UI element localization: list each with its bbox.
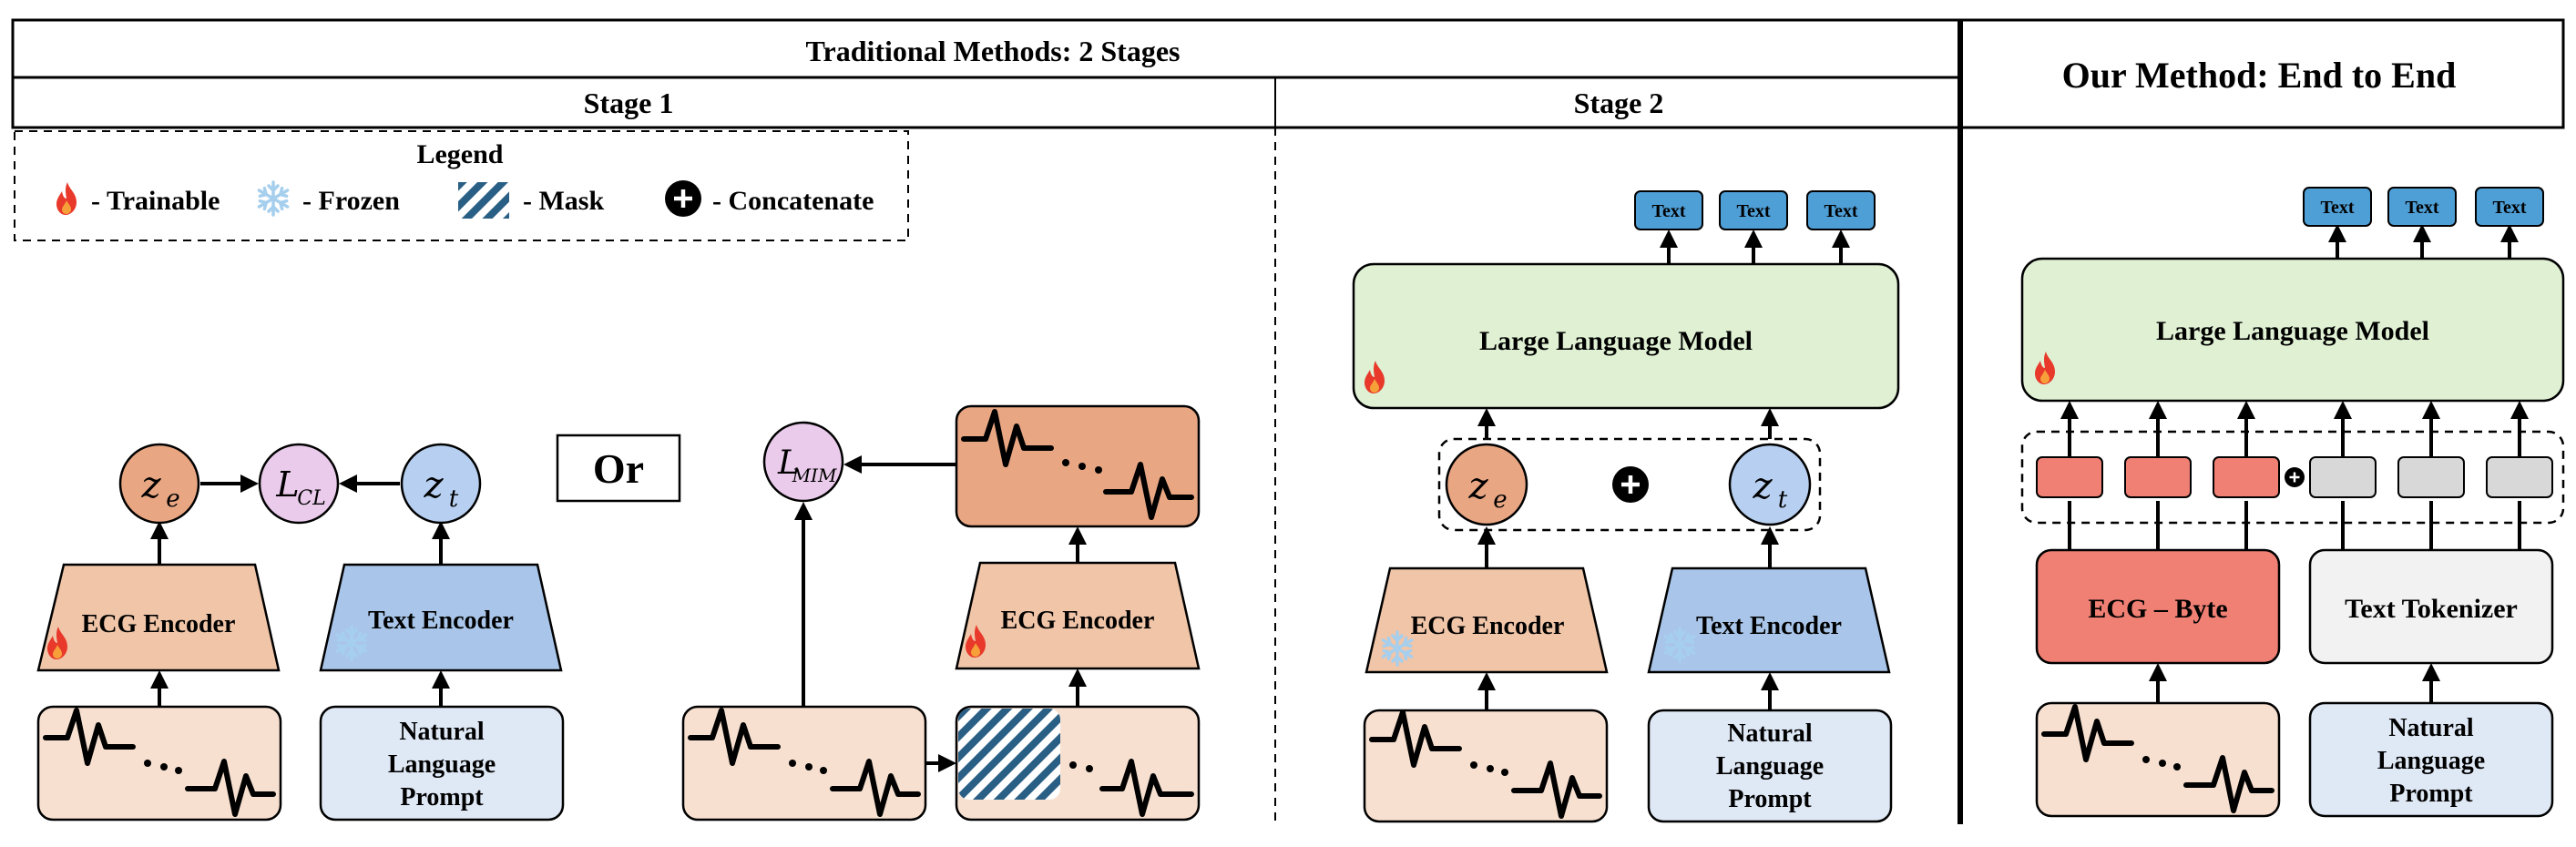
text-encoder-label: Text Encoder: [1696, 612, 1842, 640]
llm-label: Large Language Model: [1479, 326, 1753, 356]
ecg-encoder-label: ECG Encoder: [82, 610, 236, 638]
ecg-encoder-label: ECG Encoder: [1411, 612, 1565, 640]
text-token: [2309, 456, 2377, 498]
legend-mask: - Mask: [523, 186, 604, 216]
prompt-line-2: Language: [1716, 752, 1824, 781]
ze-label: z: [1467, 465, 1488, 507]
legend: Legend - Trainable - Frozen - Mask - Con…: [14, 130, 909, 241]
header-ours: Our Method: End to End: [2062, 55, 2457, 96]
output-token-label: Text: [2320, 198, 2354, 218]
output-token: [2303, 187, 2372, 227]
text-embedding-zt: [1728, 443, 1812, 526]
ecg-embedding-ze: [1445, 443, 1528, 526]
text-token: [2486, 456, 2553, 498]
header-frame: [11, 18, 2565, 129]
prompt-line-2: Language: [2377, 747, 2485, 775]
ecg-waveform-icon: [688, 708, 921, 817]
ze-sub: e: [1493, 486, 1507, 514]
zt-label: z: [1752, 465, 1773, 507]
zt-label: z: [423, 464, 444, 506]
ze-label: z: [140, 464, 161, 506]
flame-icon: [56, 182, 77, 215]
snowflake-icon: [257, 180, 290, 217]
prompt-line-1: Natural: [2388, 714, 2474, 742]
lcl-label: L: [275, 464, 299, 505]
ecg-token: [2213, 456, 2280, 498]
llm-box: [1352, 262, 1900, 410]
ecg-encoder: [1365, 566, 1609, 674]
llm-label: Large Language Model: [2156, 316, 2429, 346]
legend-title: Legend: [416, 139, 503, 169]
prompt-line-1: Natural: [399, 718, 485, 746]
output-token-label: Text: [1736, 201, 1770, 221]
output-token-label: Text: [2405, 198, 2438, 218]
ecg-token: [2124, 456, 2192, 498]
ecg-waveform-icon: [1369, 709, 1602, 819]
legend-frozen: - Frozen: [302, 186, 400, 216]
legend-concatenate: - Concatenate: [712, 186, 874, 216]
text-encoder: [1647, 566, 1891, 674]
zt-sub: t: [1778, 486, 1788, 514]
output-token-label: Text: [1651, 201, 1685, 221]
prompt-line-3: Prompt: [2389, 780, 2473, 808]
mim-loss: [762, 421, 844, 503]
output-token-label: Text: [2492, 198, 2526, 218]
output-token: [2387, 187, 2457, 227]
stage1-mim: ECG Encoder L MIM: [681, 404, 1201, 821]
ecg-input-box: [1363, 709, 1609, 823]
mask-icon: [458, 182, 509, 219]
header-stage2: Stage 2: [1574, 87, 1664, 119]
stage2: Natural Language Prompt ECG Encoder Text…: [1352, 190, 1900, 823]
output-token: [2475, 187, 2544, 227]
legend-trainable: - Trainable: [91, 186, 220, 216]
text-tokenizer-label: Text Tokenizer: [2345, 594, 2518, 624]
header-stage1: Stage 1: [584, 87, 674, 119]
text-encoder-label: Text Encoder: [368, 607, 514, 635]
prompt-line-2: Language: [388, 750, 496, 779]
prompt-line-1: Natural: [1727, 719, 1813, 748]
llm-box: [2020, 257, 2565, 403]
ecg-waveform-icon: [43, 708, 276, 817]
ecg-waveform-icon: [961, 409, 1194, 520]
concatenate-icon: [665, 180, 701, 217]
prompt-line-3: Prompt: [400, 783, 484, 811]
lmim-label: L: [777, 444, 800, 482]
output-token-label: Text: [1824, 201, 1857, 221]
ecg-waveform-icon: [1069, 759, 1194, 817]
stage1-contrastive: Natural Language Prompt ECG Encoder Text…: [36, 443, 565, 821]
ecg-encoder: [36, 563, 281, 672]
contrastive-loss: [258, 443, 340, 525]
lmim-sub: MIM: [792, 464, 837, 486]
header-traditional: Traditional Methods: 2 Stages: [806, 35, 1181, 67]
ecg-byte-label: ECG – Byte: [2088, 594, 2227, 624]
output-token: [1719, 190, 1788, 230]
prompt-line-3: Prompt: [1728, 785, 1812, 813]
text-embedding-zt: [400, 443, 482, 525]
ecg-embedding-ze: [118, 443, 200, 525]
ze-sub: e: [166, 485, 179, 513]
our-method: Natural Language Prompt ECG – Byte Text …: [2020, 187, 2565, 818]
concatenate-icon: [1612, 466, 1649, 503]
ecg-encoder-label: ECG Encoder: [1001, 607, 1155, 635]
output-token: [1634, 190, 1703, 230]
ecg-waveform-icon: [2041, 704, 2274, 813]
output-token: [1806, 190, 1876, 230]
concatenate-icon: [2283, 465, 2306, 489]
text-token: [2397, 456, 2465, 498]
text-encoder: [319, 563, 563, 672]
or-label: Or: [593, 445, 644, 492]
concat-group: [1437, 437, 1822, 532]
ecg-encoder-mim: [955, 561, 1201, 670]
or-box: Or: [556, 434, 681, 503]
ecg-token: [2036, 456, 2103, 498]
lcl-sub: CL: [297, 487, 325, 510]
mask-region: [958, 709, 1060, 800]
token-sequence-group: [2020, 430, 2565, 525]
zt-sub: t: [449, 485, 459, 513]
